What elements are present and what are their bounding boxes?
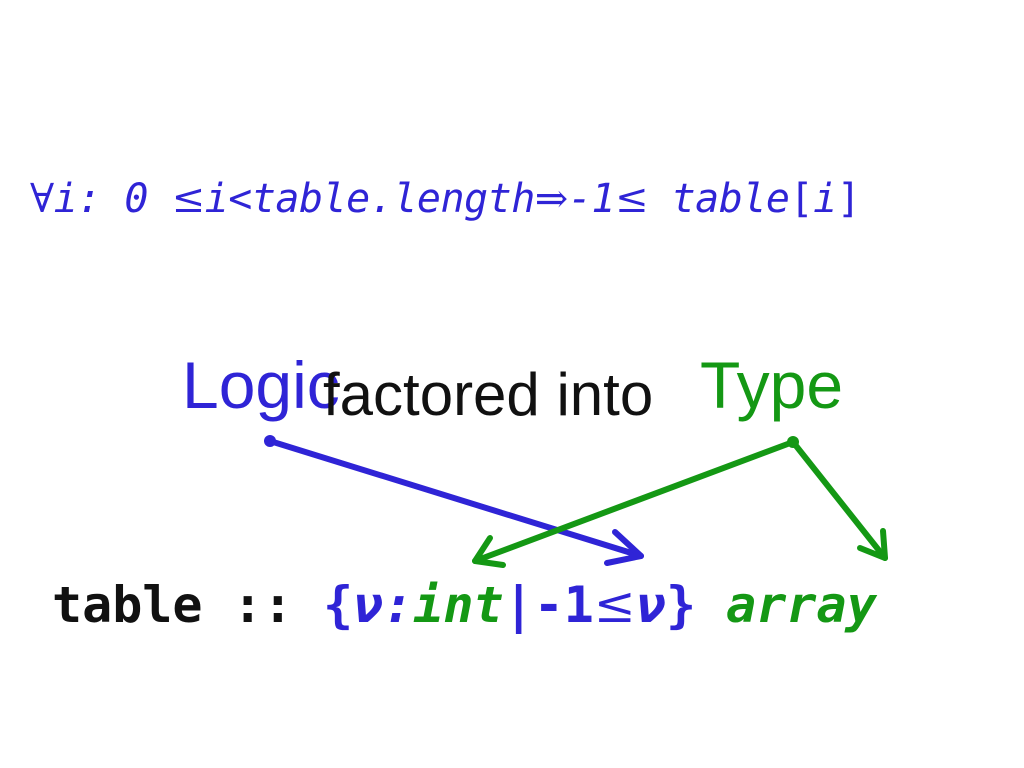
formula-left-bracket: [ [789,176,814,222]
decl-double-colon: :: [232,576,293,634]
formula-zero: 0 [124,176,149,222]
decl-minus-one: -1 [533,576,594,634]
formula-right-bracket: ] [836,176,861,222]
type-arrow-right-head [857,528,888,561]
decl-bar: | [503,576,534,634]
formula-le-symbol-2: ≤ [614,176,649,222]
formula-minus-one: -1 [567,176,616,222]
type-label: Type [700,348,844,422]
formula-colon: : [77,176,101,222]
decl-nu: ν [353,576,384,634]
logic-label: Logic [182,348,340,422]
logic-arrow [267,438,644,566]
formula-var-i: i [53,176,78,222]
type-arrows [472,439,888,568]
formula-index-i-2: i [813,176,837,222]
decl-right-brace: } [665,576,697,634]
type-arrow-left-shaft [472,439,796,564]
formula-le-symbol: ≤ [171,176,206,222]
logic-arrow-origin-dot [264,435,276,447]
type-arrow-left-head [472,535,506,568]
type-declaration: table :: {ν:int|-1≤ν} array [52,576,877,634]
logic-arrow-shaft [267,438,644,559]
decl-nu-2: ν [635,576,666,634]
formula-bound: table.length [251,176,535,222]
formula-implies-symbol: ⇒ [534,176,569,222]
formula-lt-symbol: < [228,176,252,222]
decl-refinement-open: {ν: [323,576,413,634]
formula-index-i: i [204,176,229,222]
type-arrow-right-shaft [790,439,888,561]
decl-type-constructor: array [726,576,877,634]
type-arrow-origin-dot [787,436,799,448]
decl-le-symbol: ≤ [593,576,636,634]
decl-colon: : [383,576,414,634]
forall-symbol: ∀ [30,176,54,222]
decl-left-brace: { [322,576,354,634]
decl-base-type: int [413,576,504,634]
logic-formula: ∀i: 0 ≤i<table.length⇒-1≤ table[i] [30,176,861,222]
factored-into-label: factored into [323,361,654,428]
decl-refinement-close: |-1≤ν} [504,576,696,634]
formula-array: table [671,176,790,222]
logic-arrow-head [604,529,644,566]
decl-name: table [52,576,203,634]
